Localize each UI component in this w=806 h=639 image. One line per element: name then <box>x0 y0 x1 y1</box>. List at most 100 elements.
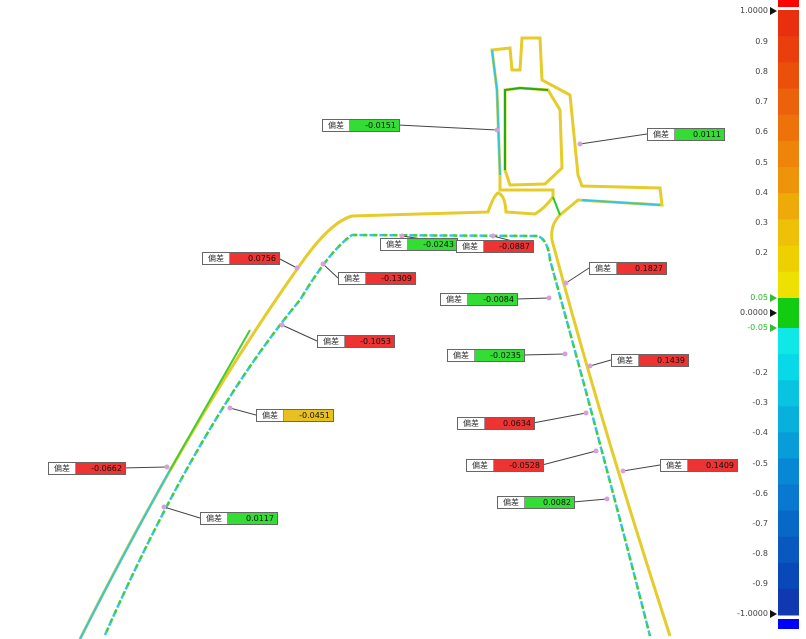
deviation-key: 偏差 <box>203 253 230 264</box>
color-band <box>778 271 799 299</box>
deviation-label[interactable]: 偏差-0.0151 <box>322 119 400 132</box>
color-band <box>778 562 799 590</box>
deviation-value: -0.0151 <box>350 120 399 131</box>
measure-point[interactable] <box>620 468 626 474</box>
color-band <box>778 510 799 538</box>
deviation-key: 偏差 <box>661 460 688 471</box>
color-band <box>778 380 799 407</box>
color-bar-tick: -0.3 <box>752 398 768 408</box>
color-bar-tick: 0.5 <box>755 157 768 167</box>
color-band <box>778 140 799 168</box>
deviation-label[interactable]: 偏差-0.0887 <box>456 240 534 253</box>
color-bar-tick: -0.4 <box>752 428 768 438</box>
deviation-key: 偏差 <box>612 355 639 366</box>
measure-point[interactable] <box>494 127 500 133</box>
leader-line <box>277 257 298 269</box>
deviation-label[interactable]: 偏差-0.0243 <box>380 238 458 251</box>
measure-point[interactable] <box>583 410 589 416</box>
measure-point[interactable] <box>294 265 300 271</box>
measure-point[interactable] <box>604 496 610 502</box>
deviation-label[interactable]: 偏差-0.1309 <box>338 272 416 285</box>
measure-point[interactable] <box>562 351 568 357</box>
deviation-label[interactable]: 偏差-0.0528 <box>466 459 544 472</box>
measure-point[interactable] <box>593 448 599 454</box>
marker-triangle-icon[interactable] <box>770 294 777 302</box>
color-band <box>778 328 799 355</box>
leader-line <box>281 324 318 342</box>
color-bar-tick: 0.3 <box>755 217 768 227</box>
deviation-value: 0.0634 <box>485 418 534 429</box>
leader-line <box>397 124 498 131</box>
color-band <box>778 167 799 194</box>
measure-point[interactable] <box>490 233 496 239</box>
deviation-key: 偏差 <box>498 497 525 508</box>
leader-line <box>572 498 608 503</box>
color-bar-tick: -0.9 <box>752 578 768 588</box>
measure-point[interactable] <box>164 464 170 470</box>
deviation-value: -0.1053 <box>345 336 394 347</box>
deviation-value: -0.0451 <box>284 410 333 421</box>
deviation-key: 偏差 <box>648 129 675 140</box>
color-band <box>778 88 799 116</box>
deviation-value: -0.0662 <box>76 463 125 474</box>
color-band <box>778 245 799 273</box>
deviation-value: -0.0528 <box>494 460 543 471</box>
deviation-value: 0.0756 <box>230 253 279 264</box>
deviation-label[interactable]: 偏差-0.0235 <box>447 349 525 362</box>
tolerance-band <box>778 298 799 328</box>
measure-point[interactable] <box>227 405 233 411</box>
leader-line <box>589 359 612 367</box>
color-bar-tick: 0.4 <box>755 187 768 197</box>
color-bar-tick: -1.0000 <box>737 609 768 618</box>
deviation-label[interactable]: 偏差-0.0662 <box>48 462 126 475</box>
color-bar-tick: 0.6 <box>755 127 768 137</box>
leader-line <box>515 297 550 300</box>
deviation-label[interactable]: 偏差-0.0084 <box>440 293 518 306</box>
deviation-value: -0.0084 <box>468 294 517 305</box>
marker-triangle-icon[interactable] <box>770 7 777 15</box>
over-range-cap <box>778 0 799 7</box>
leader-line <box>123 466 168 469</box>
color-bar-tick: 0.0000 <box>740 308 768 317</box>
measure-point[interactable] <box>577 141 583 147</box>
inner-contour <box>103 233 652 637</box>
measure-point[interactable] <box>563 280 569 286</box>
color-bar-tick: -0.6 <box>752 488 768 498</box>
measure-point[interactable] <box>587 363 593 369</box>
color-bar-tick: -0.2 <box>752 368 768 378</box>
color-band <box>778 62 799 90</box>
marker-triangle-icon[interactable] <box>770 309 777 317</box>
deviation-key: 偏差 <box>458 418 485 429</box>
deviation-key: 偏差 <box>257 410 284 421</box>
color-bar-tick: 0.2 <box>755 247 768 257</box>
measure-point[interactable] <box>399 233 405 239</box>
deviation-key: 偏差 <box>457 241 484 252</box>
deviation-value: 0.1409 <box>688 460 737 471</box>
color-bar-tick: -0.5 <box>752 458 768 468</box>
measure-point[interactable] <box>161 504 167 510</box>
deviation-key: 偏差 <box>201 513 228 524</box>
color-band <box>778 36 799 63</box>
measure-point[interactable] <box>546 295 552 301</box>
leader-line <box>579 133 648 145</box>
marker-triangle-icon[interactable] <box>770 610 777 618</box>
color-band <box>778 114 799 142</box>
leader-line <box>565 267 590 284</box>
leader-line <box>322 263 339 279</box>
marker-triangle-icon[interactable] <box>770 324 777 332</box>
color-band <box>778 10 799 37</box>
deviation-label[interactable]: 偏差-0.0451 <box>256 409 334 422</box>
measure-point[interactable] <box>320 261 326 267</box>
deviation-label[interactable]: 偏差-0.1053 <box>317 335 395 348</box>
measure-point[interactable] <box>279 322 285 328</box>
color-band <box>778 458 799 486</box>
deviation-key: 偏差 <box>441 294 468 305</box>
